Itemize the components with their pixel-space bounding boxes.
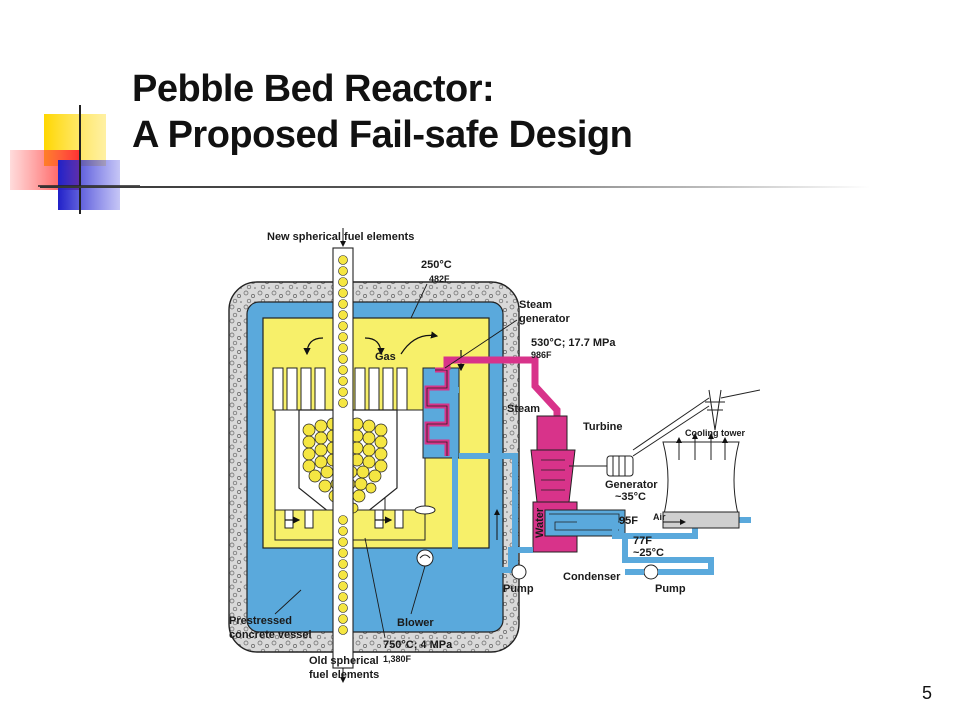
gas-flow-arrows: [285, 331, 465, 524]
label-750c: 750°C; 4 MPa: [383, 639, 453, 651]
label-pump-right: Pump: [655, 583, 686, 595]
label-pump-left: Pump: [503, 583, 534, 595]
label-cooling-tower: Cooling tower: [685, 428, 745, 438]
title-line-1: Pebble Bed Reactor:: [132, 68, 495, 110]
label-condenser: Condenser: [563, 571, 621, 583]
pebble-bed-reactor-diagram: New spherical fuel elements 250°C 482F S…: [215, 220, 761, 690]
label-steam: Steam: [507, 403, 540, 415]
label-25c: ~25°C: [633, 547, 664, 559]
label-986f: 986F: [531, 350, 552, 360]
label-1380f: 1,380F: [383, 654, 412, 664]
label-prestressed-2: concrete vessel: [229, 629, 312, 641]
label-530c: 530°C; 17.7 MPa: [531, 337, 616, 349]
page-number: 5: [921, 683, 932, 703]
label-35c: ~35°C: [615, 491, 646, 503]
label-95f: 95F: [619, 515, 638, 527]
label-old-fuel-1: Old spherical: [309, 655, 379, 667]
deco-blue-square: [58, 160, 120, 210]
generator: [569, 455, 634, 477]
slide-title: Pebble Bed Reactor: A Proposed Fail-safe…: [132, 66, 633, 158]
blower: [414, 505, 436, 567]
turbine: [530, 415, 576, 503]
slide-corner-decoration: [0, 0, 140, 230]
label-250c: 250°C: [421, 259, 452, 271]
label-gas: Gas: [375, 351, 396, 363]
label-old-fuel-2: fuel elements: [309, 669, 379, 681]
fuel-tube-pebbles: [338, 255, 348, 635]
top-reflector-columns: [272, 367, 408, 411]
label-steam-generator-1: Steam: [519, 299, 552, 311]
label-77f: 77F: [633, 535, 652, 547]
pumps: [511, 564, 659, 580]
label-prestressed-1: Prestressed: [229, 615, 292, 627]
label-water: Water: [534, 507, 546, 538]
label-482f: 482F: [429, 274, 450, 284]
title-line-2: A Proposed Fail-safe Design: [132, 114, 633, 156]
bottom-columns: [284, 509, 404, 529]
title-underline: [40, 186, 870, 188]
label-new-fuel: New spherical fuel elements: [267, 231, 414, 243]
label-air: Air: [653, 512, 666, 522]
label-generator: Generator: [605, 479, 658, 491]
label-turbine: Turbine: [583, 421, 623, 433]
water-return-line: [415, 387, 533, 573]
condenser: [532, 501, 626, 553]
label-blower: Blower: [397, 617, 434, 629]
power-pylon: [632, 389, 761, 457]
cooling-tower: [662, 433, 740, 529]
label-steam-generator-2: generator: [519, 313, 570, 325]
steam-line: [443, 356, 561, 432]
